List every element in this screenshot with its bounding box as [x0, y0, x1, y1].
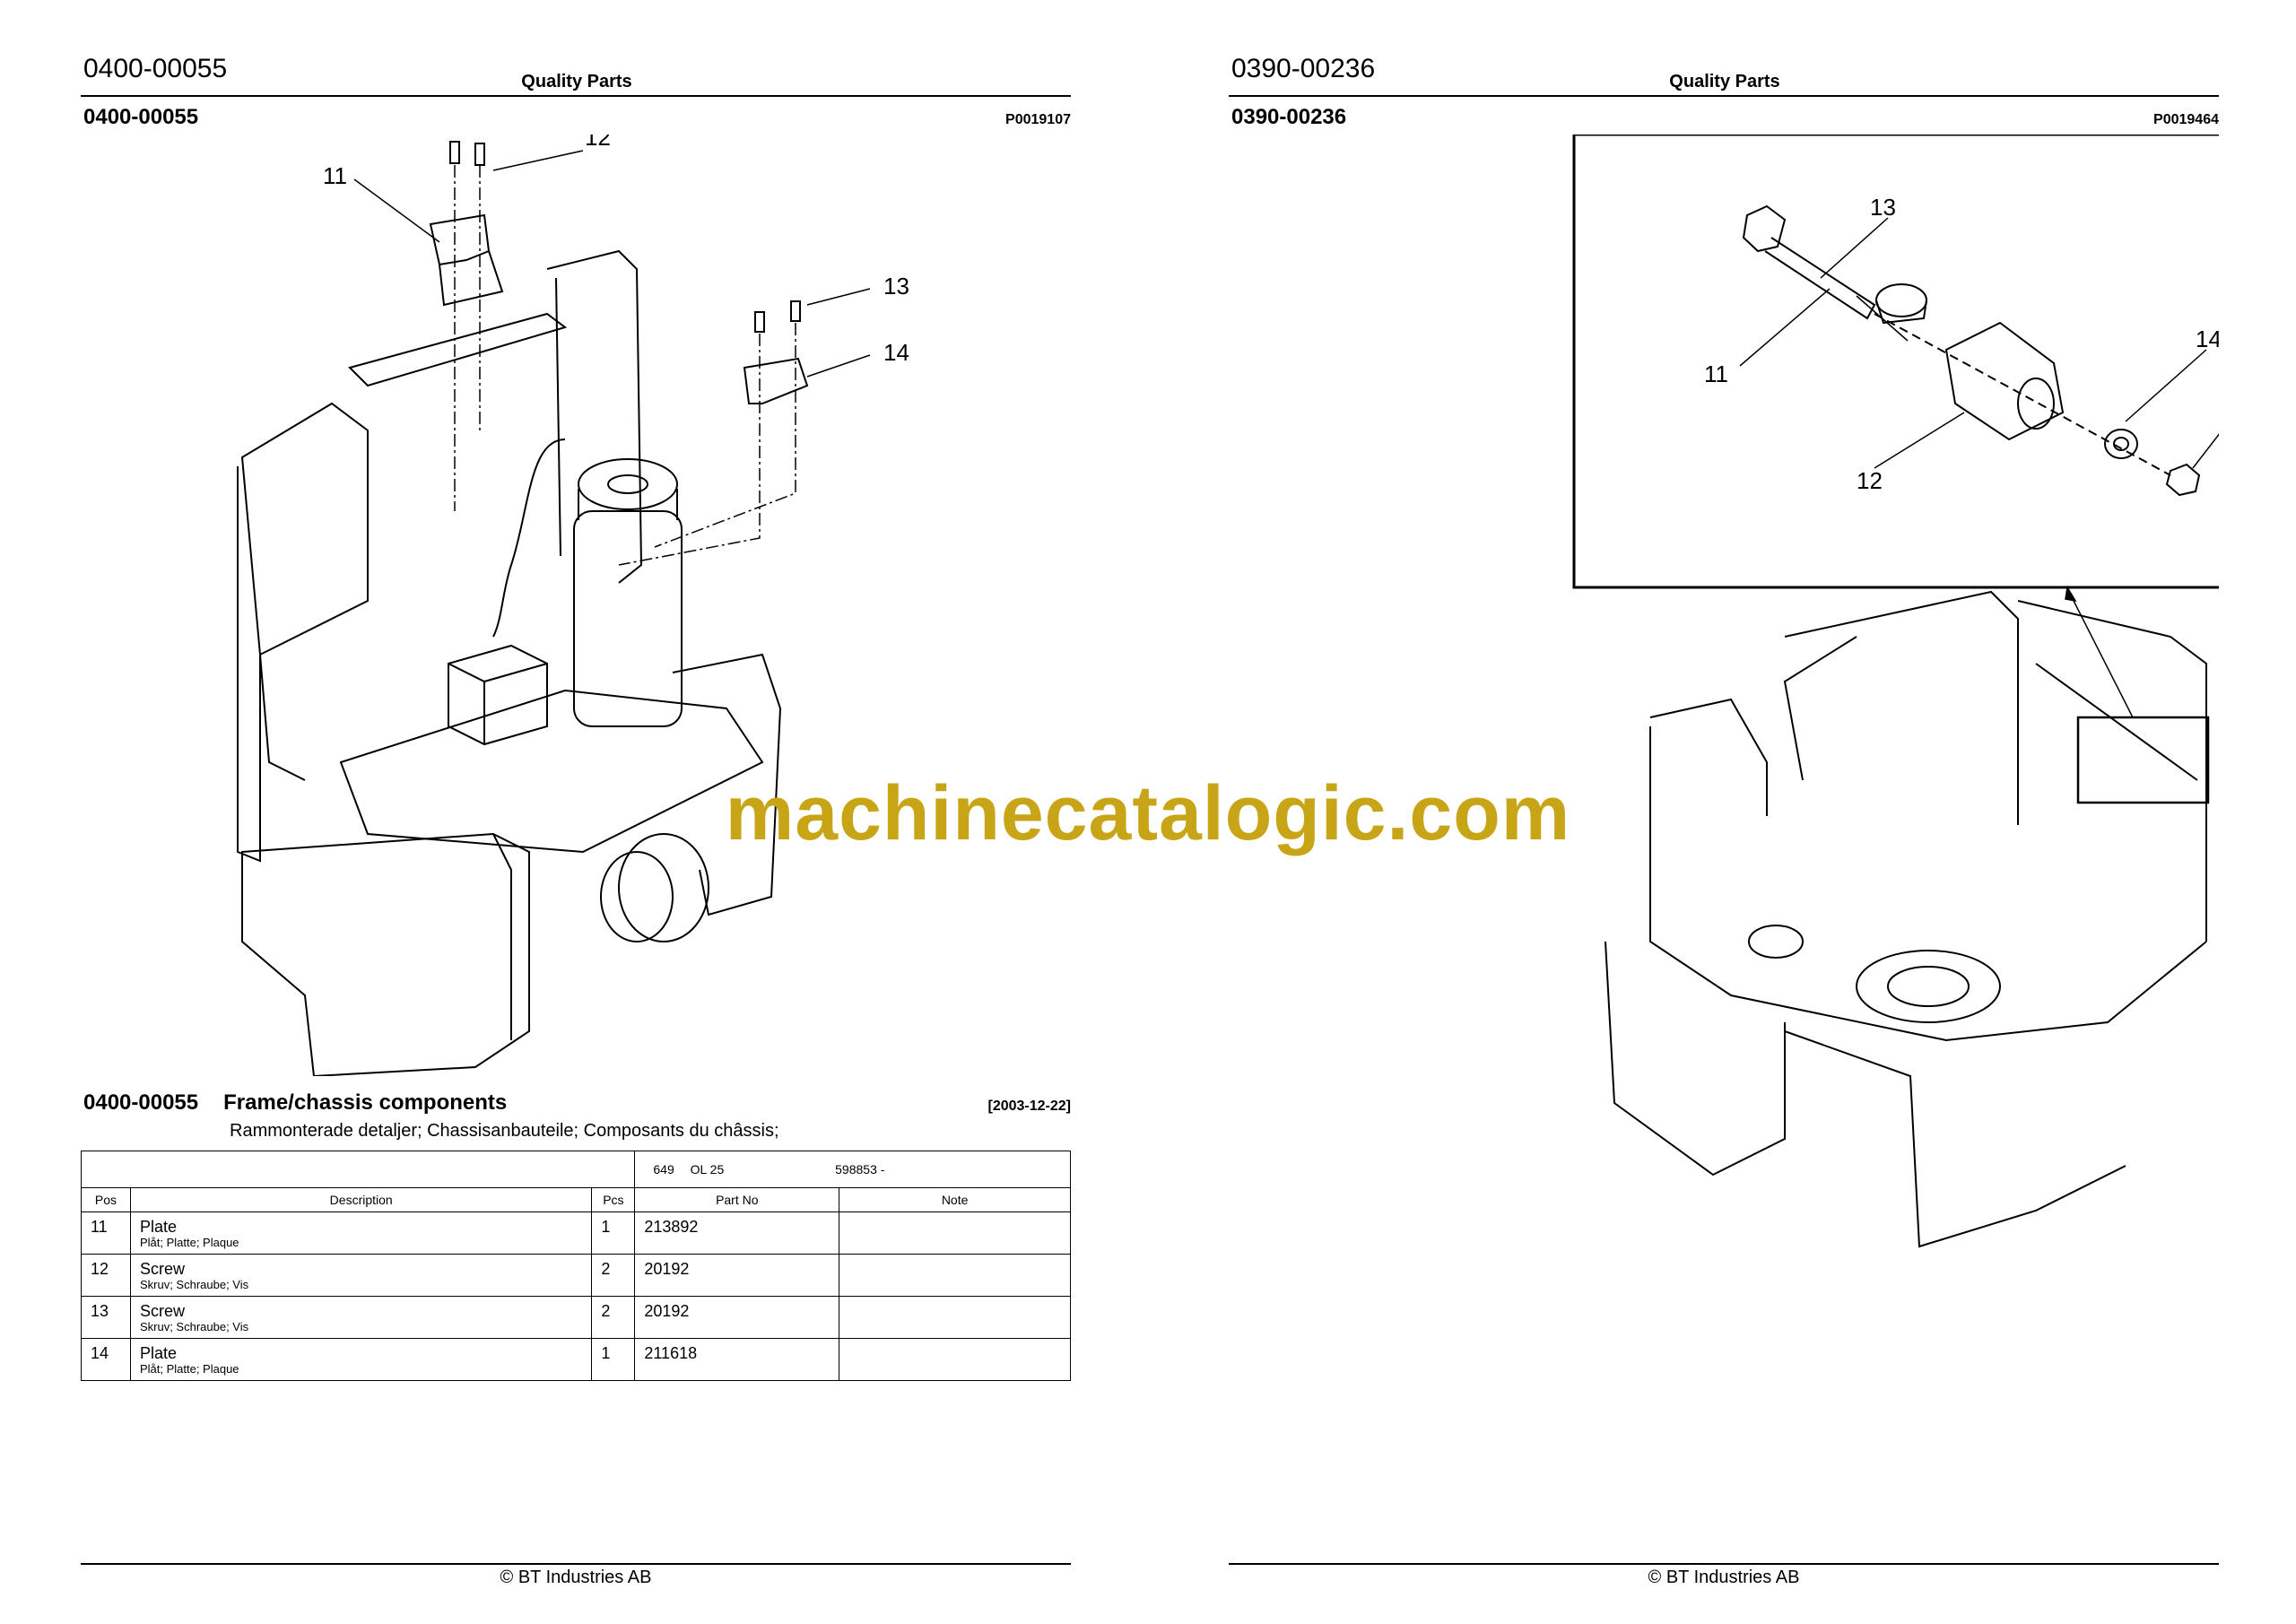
section-number: 0390-00236 — [1231, 105, 1347, 129]
row-part-no: 20192 — [644, 1260, 690, 1278]
col-description: Description — [129, 1187, 593, 1212]
callout-11: 11 — [323, 162, 347, 189]
table-header: Pos Description Pcs Part No Note — [81, 1187, 1071, 1212]
footer-rule — [1229, 1563, 2219, 1565]
parts-table: 649 OL 25 598853 - Pos Description Pcs P… — [80, 1151, 1071, 1381]
row-note — [839, 1212, 1070, 1218]
row-translation: Skruv; Schraube; Vis — [139, 1278, 249, 1291]
section-number: 0400-00055 — [83, 105, 199, 129]
copyright-footer: © BT Industries AB — [500, 1568, 652, 1587]
col-part-no: Part No — [634, 1187, 840, 1212]
row-pcs: 1 — [601, 1218, 611, 1236]
doc-number: 0390-00236 — [1231, 54, 1376, 83]
row-description: Screw — [139, 1260, 185, 1278]
row-pos: 11 — [91, 1218, 108, 1236]
callout-14: 14 — [2196, 326, 2219, 352]
variant-serial: 598853 - — [835, 1162, 885, 1177]
row-pcs: 1 — [601, 1344, 611, 1362]
chassis-shaft-diagram: 11 12 13 14 15 — [1572, 135, 2219, 1248]
header-rule — [81, 95, 1071, 97]
row-translation: Plåt; Platte; Plaque — [139, 1236, 239, 1249]
row-note — [839, 1255, 1070, 1260]
row-description: Screw — [139, 1302, 185, 1320]
row-note — [839, 1297, 1070, 1302]
left-page: 0400-00055 Quality Parts 0400-00055 P001… — [80, 54, 1072, 1587]
col-note: Note — [839, 1187, 1071, 1212]
variant-code: 649 — [653, 1162, 674, 1177]
footer-rule — [81, 1563, 1071, 1565]
exploded-frame-diagram: 11 12 13 14 — [237, 135, 909, 1076]
callout-14: 14 — [883, 339, 909, 366]
row-part-no: 211618 — [644, 1344, 698, 1362]
revision-date: [2003-12-22] — [987, 1099, 1072, 1114]
doc-number: 0400-00055 — [83, 54, 228, 83]
callout-13: 13 — [1870, 194, 1896, 221]
picture-number: P0019464 — [2153, 112, 2219, 127]
row-pos: 14 — [91, 1344, 109, 1362]
watermark-text: machinecatalogic.com — [725, 770, 1571, 856]
copyright-footer: © BT Industries AB — [1648, 1568, 1800, 1587]
detail-box — [1572, 135, 2219, 589]
callout-13: 13 — [883, 273, 909, 300]
row-pos: 13 — [91, 1302, 109, 1320]
col-pos: Pos — [81, 1187, 131, 1212]
row-part-no: 213892 — [644, 1218, 699, 1236]
row-pos: 12 — [91, 1260, 109, 1278]
parts-list-title: 0400-00055 Frame/chassis components — [83, 1090, 507, 1116]
variant-row: 649 OL 25 598853 - — [80, 1151, 1071, 1188]
right-page: 0390-00236 Quality Parts 0390-00236 P001… — [1148, 0, 2296, 1624]
title-translations: Rammonterade detaljer; Chassisanbauteile… — [230, 1121, 779, 1141]
callout-12: 12 — [585, 135, 611, 151]
header-rule — [1229, 95, 2219, 97]
picture-number: P0019107 — [1005, 112, 1071, 127]
row-description: Plate — [139, 1218, 177, 1236]
callout-12: 12 — [1857, 467, 1883, 494]
col-pcs: Pcs — [591, 1187, 636, 1212]
row-translation: Skruv; Schraube; Vis — [139, 1320, 249, 1333]
quality-parts-label: Quality Parts — [1669, 72, 1780, 91]
variant-model: OL 25 — [690, 1162, 725, 1177]
title-text: Frame/chassis components — [223, 1090, 508, 1115]
title-number: 0400-00055 — [83, 1090, 199, 1115]
callout-11: 11 — [1704, 360, 1728, 387]
row-pcs: 2 — [601, 1302, 611, 1320]
row-description: Plate — [139, 1344, 177, 1362]
row-translation: Plåt; Platte; Plaque — [139, 1362, 239, 1376]
row-pcs: 2 — [601, 1260, 611, 1278]
row-part-no: 20192 — [644, 1302, 690, 1320]
quality-parts-label: Quality Parts — [521, 72, 632, 91]
row-note — [839, 1339, 1070, 1344]
